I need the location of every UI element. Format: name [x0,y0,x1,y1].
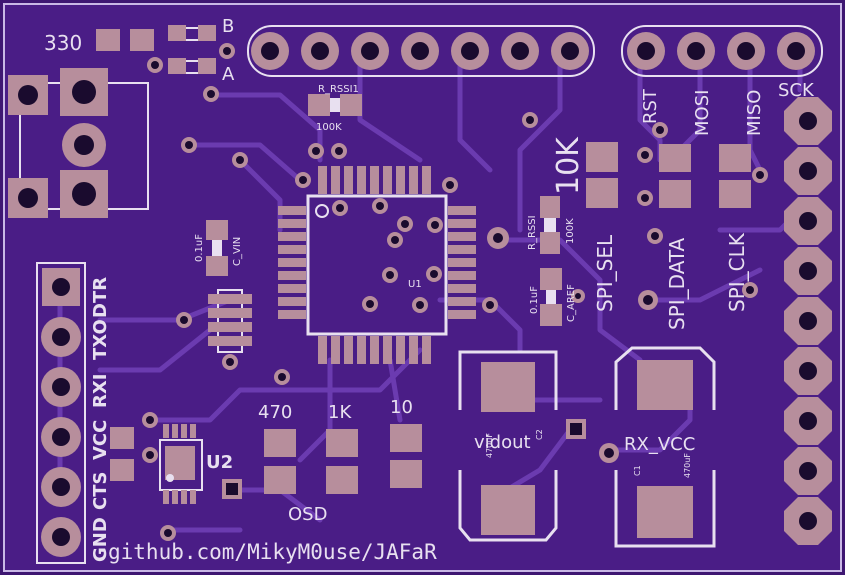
power-connector [8,68,149,218]
label-ftdi-rxi: RXI [90,374,111,408]
label-spi-clk: SPI_CLK [725,232,749,312]
label-osd: OSD [288,504,327,525]
label-c1: C1 [633,465,642,476]
smd-pads-topleft [96,25,216,74]
label-c-vin-value: 0.1uF [194,234,205,262]
label-ftdi-dtr: DTR [90,277,111,318]
label-spi-sel: SPI_SEL [593,234,617,312]
c1-via-hole [604,448,614,458]
label-sck: SCK [778,80,815,101]
traces [57,37,813,533]
spi-resistor-pads [586,142,751,208]
r-rssi-footprint [540,196,560,254]
label-rx-vcc: RX_VCC [624,434,695,455]
label-r-rssi1-value: 100K [316,122,342,133]
osd-resistor-pads [264,424,422,494]
label-330: 330 [44,31,82,55]
c2-square-hole [570,423,582,435]
label-spi-data: SPI_DATA [665,238,689,330]
label-github: github.com/MikyM0use/JAFaR [108,540,437,564]
label-470: 470 [258,402,292,423]
u2-ic [159,424,203,504]
u2-side-pads [110,427,134,481]
header-top-left [247,25,595,77]
label-b: B [222,16,234,37]
r-rssi1-footprint [308,94,362,116]
label-ftdi-vcc: VCC [90,420,111,460]
label-c2: C2 [535,429,544,440]
label-vidout: vidout [474,432,531,453]
label-rst: RST [640,88,661,124]
label-u1: U1 [408,279,422,290]
header-right [784,97,832,545]
label-miso: MISO [744,90,765,136]
cap-c1 [614,346,716,548]
label-c-aref: C_AREF [566,284,577,322]
label-10: 10 [390,397,413,418]
label-c2-value: 470uF [485,433,494,458]
label-ftdi-cts: CTS [90,472,111,510]
vias [142,43,768,541]
header-spi [621,25,823,77]
label-10k: 10K [551,136,586,195]
label-c-vin: C_VIN [232,237,243,266]
label-r-rssi: R_RSSI [527,215,538,250]
header-ftdi [36,262,86,564]
label-u2: U2 [206,452,233,473]
label-mosi: MOSI [692,90,713,136]
c-vin-footprint [206,220,228,276]
label-r-rssi-value: 100K [565,218,576,244]
label-c1-value: 470uF [683,453,692,478]
label-a: A [222,64,235,85]
smd-led-outline [186,27,198,74]
resistor-array [208,289,252,353]
label-c-aref-value: 0.1uF [529,286,540,314]
u2-square-hole [226,483,238,495]
label-r-rssi1: R_RSSI1 [318,84,359,95]
label-ftdi-txo: TXO [90,319,111,360]
label-ftdi-gnd: GND [90,517,111,562]
c-aref-footprint [540,268,562,326]
label-1k: 1K [328,402,352,423]
cap-c2 [458,350,558,542]
mcu-u1 [278,166,476,364]
